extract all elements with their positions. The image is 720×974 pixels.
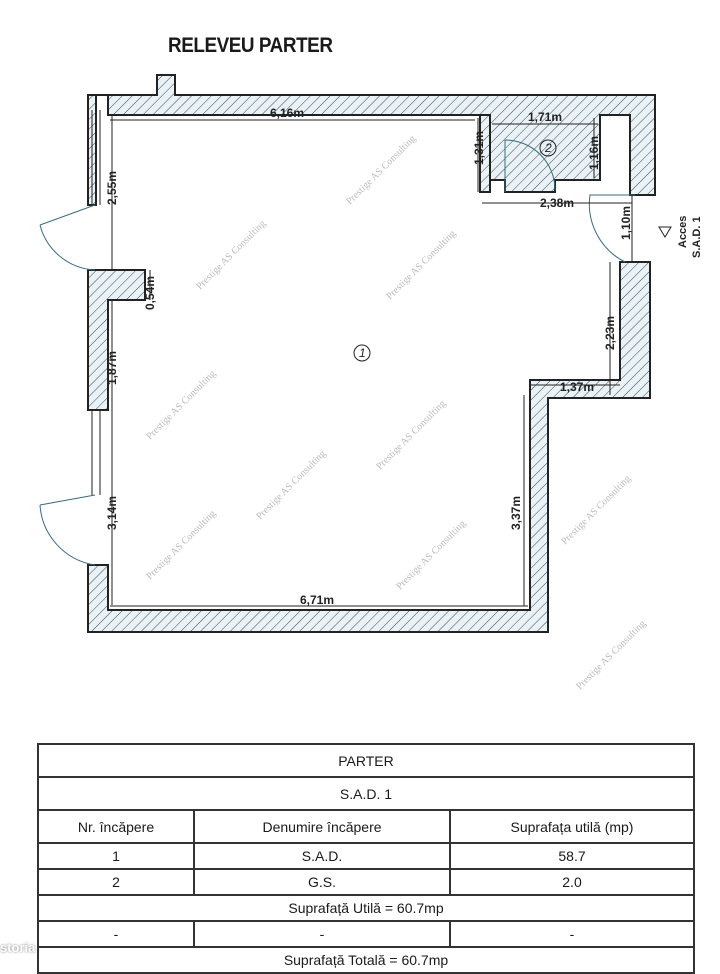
empty-cell: - xyxy=(37,920,195,948)
level-cell: PARTER xyxy=(37,743,695,778)
dim-label: 1,71m xyxy=(528,110,562,124)
header-useful-area: Suprafața utilă (mp) xyxy=(449,809,695,844)
total-area: Suprafață Totală = 60.7mp xyxy=(37,946,695,974)
header-room-name: Denumire încăpere xyxy=(193,809,451,844)
dim-label: 0,54m xyxy=(143,276,157,310)
dim-label: 3,37m xyxy=(509,496,523,530)
access-marker: Acces S.A.D. 1 xyxy=(658,216,703,258)
watermark: Prestige AS Consulting xyxy=(394,518,468,592)
dim-label: 1,31m xyxy=(472,131,486,165)
empty-cell: - xyxy=(193,920,451,948)
access-label-unit: S.A.D. 1 xyxy=(691,216,703,258)
watermark: Prestige AS Consulting xyxy=(374,398,448,472)
useful-area-total: Suprafață Utilă = 60.7mp xyxy=(37,894,695,922)
dim-label: 1,37m xyxy=(560,380,594,394)
room-area: 58.7 xyxy=(449,842,695,870)
dim-label: 3,14m xyxy=(105,496,119,530)
room-name: G.S. xyxy=(193,868,451,896)
dim-label: 2,55m xyxy=(105,171,119,205)
room-number: 2 xyxy=(37,868,195,896)
dim-label: 6,71m xyxy=(300,593,334,607)
room-2-label: 2 xyxy=(544,141,552,155)
dim-label: 2,38m xyxy=(540,196,574,210)
windows xyxy=(91,110,101,495)
watermark: Prestige AS Consulting xyxy=(144,508,218,582)
header-room-number: Nr. încăpere xyxy=(37,809,195,844)
watermark: Prestige AS Consulting xyxy=(574,618,648,692)
table-row: 2 G.S. 2.0 xyxy=(37,868,695,896)
room-number: 1 xyxy=(37,842,195,870)
walls xyxy=(87,74,656,633)
dim-label: 1,10m xyxy=(619,206,633,240)
dim-label: 1,87m xyxy=(105,351,119,385)
room-1-label: 1 xyxy=(359,346,366,360)
floor-plan: Prestige AS Consulting Prestige AS Consu… xyxy=(39,74,703,692)
area-table: PARTER S.A.D. 1 Nr. încăpere Denumire în… xyxy=(37,743,695,974)
watermark: Prestige AS Consulting xyxy=(384,228,458,302)
watermark: Prestige AS Consulting xyxy=(194,218,268,292)
room-markers: 1 2 xyxy=(353,139,557,362)
watermarks: Prestige AS Consulting Prestige AS Consu… xyxy=(144,133,648,692)
dim-label: 2,23m xyxy=(603,316,617,350)
room-area: 2.0 xyxy=(449,868,695,896)
watermark: Prestige AS Consulting xyxy=(144,368,218,442)
access-label: Acces xyxy=(677,216,689,248)
dimension-labels: 6,16m 1,31m 1,71m 1,16m 2,38m 1,10m 2,55… xyxy=(105,106,633,607)
dim-label: 1,16m xyxy=(587,136,601,170)
dimension-lines xyxy=(110,115,633,607)
watermark: Prestige AS Consulting xyxy=(559,473,633,547)
empty-cell: - xyxy=(449,920,695,948)
unit-cell: S.A.D. 1 xyxy=(37,776,695,811)
watermark: Prestige AS Consulting xyxy=(344,133,418,207)
room-name: S.A.D. xyxy=(193,842,451,870)
storia-logo: storia xyxy=(0,940,36,955)
plan-title: RELEVEU PARTER xyxy=(168,34,333,57)
watermark: Prestige AS Consulting xyxy=(254,448,328,522)
doors xyxy=(39,139,635,566)
table-row: 1 S.A.D. 58.7 xyxy=(37,842,695,870)
dim-label: 6,16m xyxy=(270,106,304,120)
